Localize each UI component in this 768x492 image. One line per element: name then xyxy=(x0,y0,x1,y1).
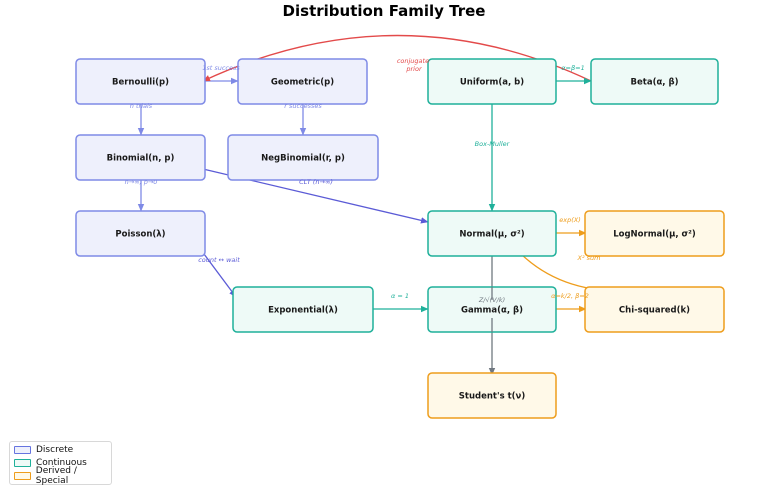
legend-label-continuous: Continuous xyxy=(36,457,87,468)
node-studentt: Student's t(ν) xyxy=(427,372,557,419)
edge-label-x-squared-sum: X² sum xyxy=(577,254,601,262)
node-label-gamma: Gamma(α, β) xyxy=(461,306,523,316)
edge-label-conjugate-prior: conjugate prior xyxy=(397,57,431,73)
edge-label-clt: CLT (n→∞) xyxy=(299,178,333,186)
node-binomial: Binomial(n, p) xyxy=(75,134,206,181)
legend-swatch-discrete xyxy=(14,445,31,454)
edge-label-alpha-k-half: α=k/2, β=2 xyxy=(551,292,589,300)
node-geometric: Geometric(p) xyxy=(237,58,368,105)
edge-label-poisson-limit: n→∞, p→0 xyxy=(125,178,158,186)
edge-labels: 1st success conjugate prior α=β=1 n tria… xyxy=(125,57,601,304)
node-negbinomial: NegBinomial(r, p) xyxy=(227,134,379,181)
edge-label-r-successes: r successes xyxy=(284,102,322,110)
edge-label-count-wait: count ↔ wait xyxy=(198,256,240,264)
edge-normal-chisquared xyxy=(519,252,625,295)
legend-item-continuous: Continuous xyxy=(14,457,87,468)
node-label-binomial: Binomial(n, p) xyxy=(107,154,175,164)
node-label-normal: Normal(μ, σ²) xyxy=(459,230,524,240)
edge-label-alpha-one: α = 1 xyxy=(391,292,409,300)
legend-label-derived: Derived / Special xyxy=(35,465,77,486)
legend-swatch-continuous xyxy=(14,458,31,467)
node-label-studentt: Student's t(ν) xyxy=(459,392,526,402)
edge-poisson-exponential xyxy=(200,249,237,298)
node-beta: Beta(α, β) xyxy=(590,58,719,105)
edge-label-first-success: 1st success xyxy=(202,64,240,72)
legend-item-derived: Derived / Special xyxy=(14,466,111,486)
node-normal: Normal(μ, σ²) xyxy=(427,210,557,257)
node-label-exponential: Exponential(λ) xyxy=(268,306,338,316)
node-poisson: Poisson(λ) xyxy=(75,210,206,257)
node-lognormal: LogNormal(μ, σ²) xyxy=(584,210,725,257)
legend-swatch-derived xyxy=(14,471,31,480)
edge-label-alpha-beta-one: α=β=1 xyxy=(561,64,584,72)
node-label-poisson: Poisson(λ) xyxy=(115,230,165,240)
legend: Discrete Continuous Derived / Special xyxy=(9,441,112,486)
node-chisquared: Chi-squared(k) xyxy=(584,286,725,333)
node-label-beta: Beta(α, β) xyxy=(631,78,679,88)
edge-label-z-over-sqrt: Z/√(V/k) xyxy=(478,296,505,304)
node-label-uniform: Uniform(a, b) xyxy=(460,78,524,88)
edge-label-n-trials: n trials xyxy=(130,102,153,110)
legend-label-discrete: Discrete xyxy=(36,444,74,455)
node-uniform: Uniform(a, b) xyxy=(427,58,557,105)
edge-label-box-muller: Box-Muller xyxy=(475,140,511,148)
node-exponential: Exponential(λ) xyxy=(232,286,374,333)
diagram-title: Distribution Family Tree xyxy=(282,2,486,20)
edge-label-conjugate-line1: conjugate xyxy=(397,57,429,65)
node-label-lognormal: LogNormal(μ, σ²) xyxy=(613,230,696,240)
node-bernoulli: Bernoulli(p) xyxy=(75,58,206,105)
node-label-chisquared: Chi-squared(k) xyxy=(619,306,690,316)
edge-label-exp-x: exp(X) xyxy=(559,216,581,224)
node-label-geometric: Geometric(p) xyxy=(271,78,334,88)
node-label-bernoulli: Bernoulli(p) xyxy=(112,78,169,88)
edge-label-conjugate-line2: prior xyxy=(405,65,423,73)
legend-item-discrete: Discrete xyxy=(14,444,73,455)
node-label-negbinomial: NegBinomial(r, p) xyxy=(261,154,345,164)
nodes: Bernoulli(p) Geometric(p) Uniform(a, b) … xyxy=(75,58,725,419)
